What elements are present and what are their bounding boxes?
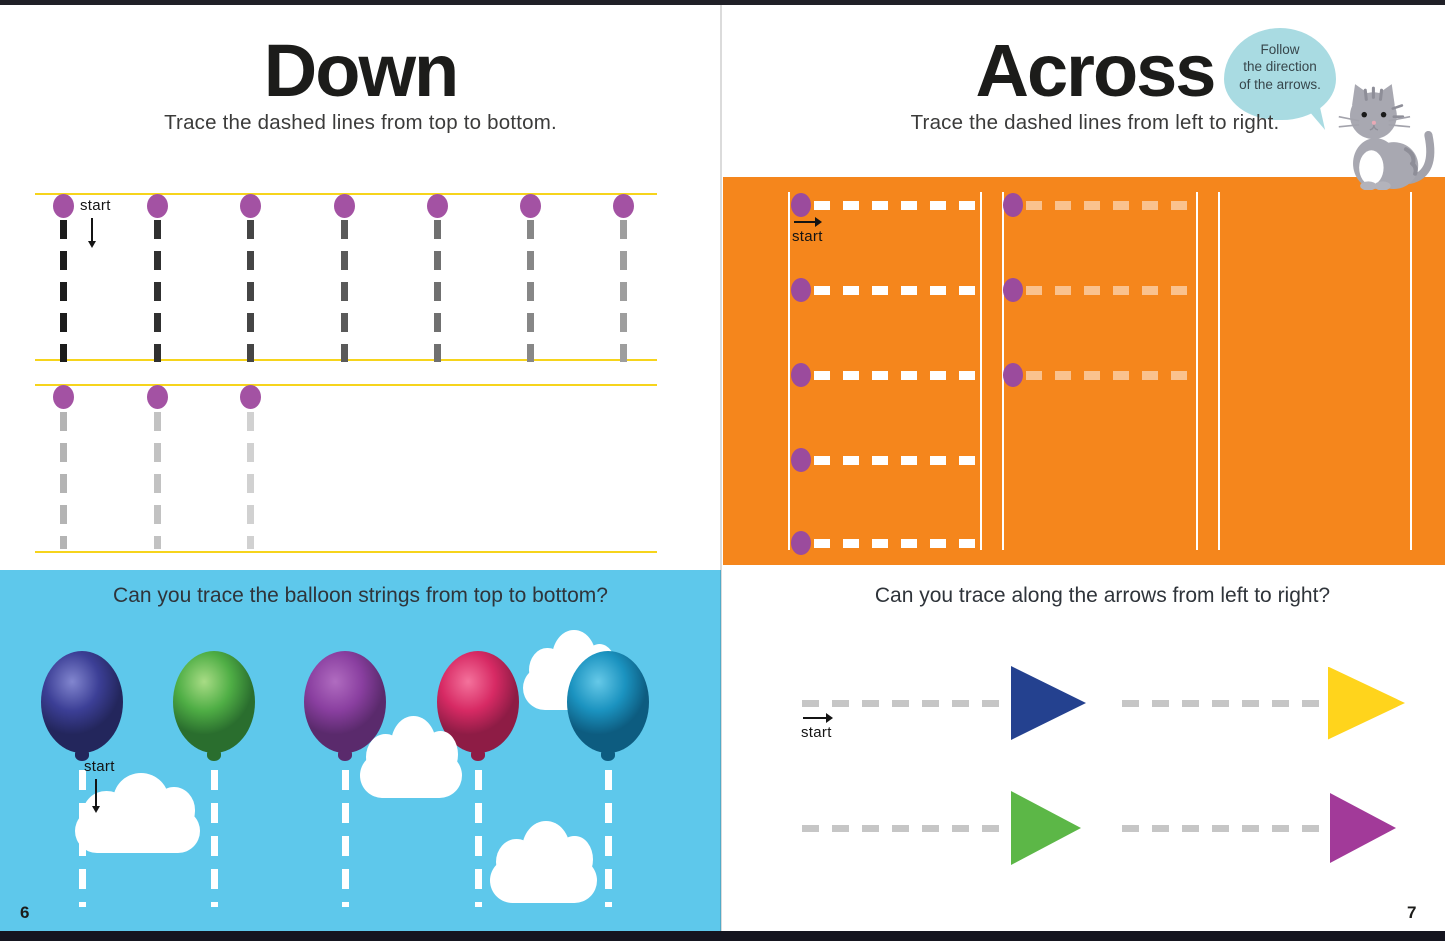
horizontal-dashed-trace-line bbox=[1122, 699, 1322, 707]
start-arrow-right-icon bbox=[794, 216, 822, 227]
horizontal-dashed-trace-line bbox=[802, 699, 1002, 707]
start-dot bbox=[239, 385, 261, 409]
start-dot bbox=[52, 385, 74, 409]
start-arrow-right-icon bbox=[803, 712, 833, 723]
start-marker-balloons: start bbox=[84, 758, 115, 813]
cat-illustration-icon bbox=[1338, 84, 1435, 190]
vertical-dashed-trace-line bbox=[340, 220, 348, 362]
start-arrow-down-icon bbox=[87, 218, 96, 248]
horizontal-dashed-trace-line bbox=[802, 824, 1002, 832]
right-page-title: Across bbox=[975, 29, 1217, 112]
vertical-dashed-trace-line bbox=[59, 220, 67, 362]
start-label: start bbox=[84, 758, 115, 775]
cloud bbox=[360, 716, 462, 798]
guide-line-yellow bbox=[35, 359, 657, 361]
vertical-dashed-trace-line bbox=[153, 412, 161, 549]
arrow-activity-heading: Can you trace along the arrows from left… bbox=[874, 584, 1331, 607]
page-bottom-edge bbox=[0, 931, 1445, 941]
start-dot bbox=[426, 194, 448, 218]
guide-line-yellow bbox=[35, 551, 657, 553]
arrow-triangle bbox=[1328, 666, 1405, 740]
cloud bbox=[490, 821, 597, 903]
start-dot bbox=[146, 194, 168, 218]
horizontal-dashed-trace-line bbox=[1122, 824, 1322, 832]
start-label: start bbox=[80, 197, 111, 214]
vertical-dashed-trace-line bbox=[619, 220, 627, 362]
start-marker-down: start bbox=[80, 197, 111, 248]
left-page-number: 6 bbox=[20, 903, 30, 922]
page-top-edge bbox=[0, 0, 1445, 5]
vertical-dashed-trace-line bbox=[246, 220, 254, 362]
orange-board bbox=[723, 177, 1445, 565]
cloud bbox=[523, 630, 620, 710]
start-label: start bbox=[801, 724, 832, 741]
guide-line-yellow bbox=[35, 193, 657, 195]
start-dot bbox=[333, 194, 355, 218]
vertical-dashed-trace-line bbox=[433, 220, 441, 362]
page-gutter bbox=[720, 0, 722, 941]
vertical-dashed-trace-line bbox=[153, 220, 161, 362]
arrow-triangle bbox=[1011, 791, 1081, 865]
start-dot bbox=[519, 194, 541, 218]
left-page-title: Down bbox=[263, 29, 459, 112]
bubble-line: the direction bbox=[1243, 59, 1317, 75]
start-dot bbox=[612, 194, 634, 218]
start-marker-across: start bbox=[792, 216, 823, 245]
right-page-number: 7 bbox=[1407, 903, 1417, 922]
balloon-activity-heading: Can you trace the balloon strings from t… bbox=[113, 584, 608, 607]
vertical-dashed-trace-line bbox=[526, 220, 534, 362]
cloud bbox=[75, 773, 200, 853]
vertical-dashed-trace-line bbox=[246, 412, 254, 549]
bubble-line: of the arrows. bbox=[1239, 76, 1321, 92]
start-dot bbox=[146, 385, 168, 409]
start-label: start bbox=[792, 228, 823, 245]
bubble-line: Follow bbox=[1260, 42, 1300, 57]
start-arrow-down-icon bbox=[91, 779, 100, 813]
speech-bubble-text: Follow the direction of the arrows. bbox=[1224, 41, 1336, 93]
guide-line-yellow bbox=[35, 384, 657, 386]
vertical-dashed-trace-line bbox=[59, 412, 67, 549]
arrow-triangle bbox=[1011, 666, 1086, 740]
left-page-subtitle: Trace the dashed lines from top to botto… bbox=[164, 111, 557, 134]
start-dot bbox=[239, 194, 261, 218]
arrow-triangle bbox=[1330, 793, 1396, 863]
start-dot bbox=[52, 194, 74, 218]
start-marker-arrows: start bbox=[801, 712, 833, 741]
right-page-subtitle: Trace the dashed lines from left to righ… bbox=[910, 111, 1280, 134]
